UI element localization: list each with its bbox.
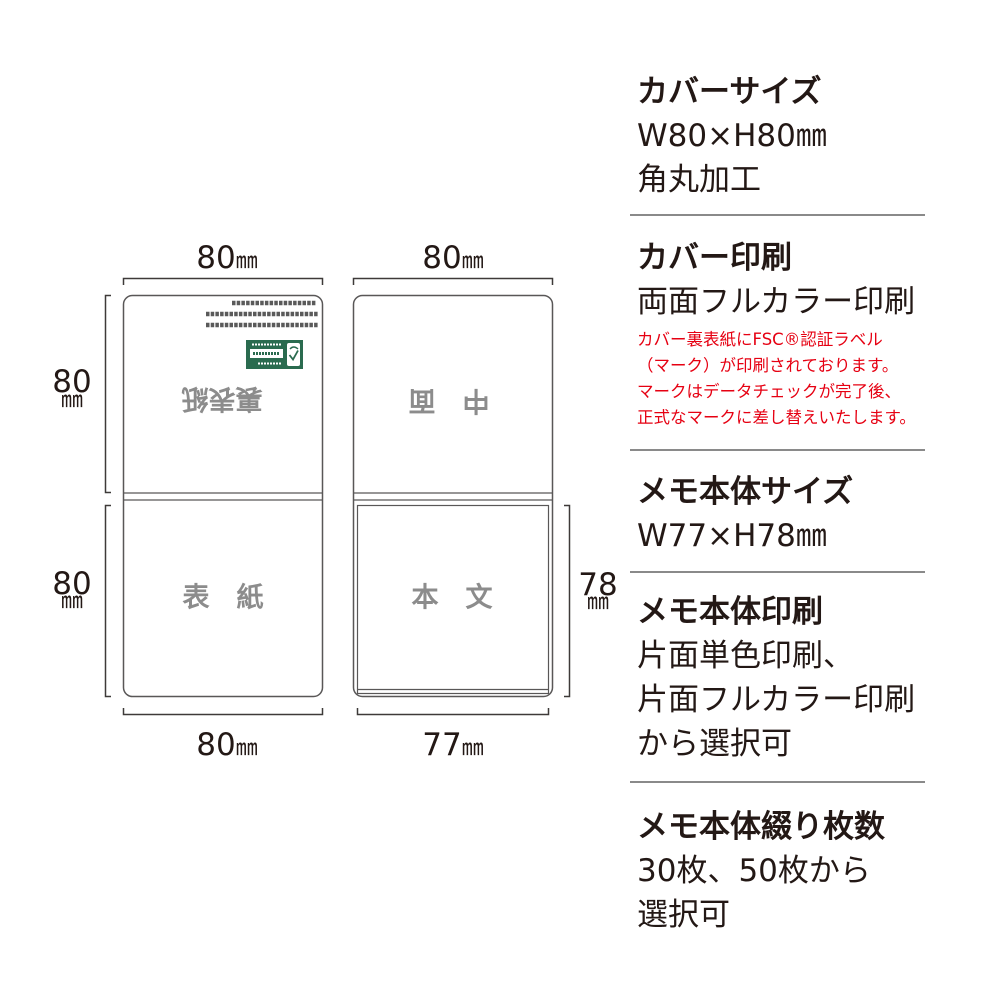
cover-outside-left-lower-dimension-bracket <box>104 504 111 698</box>
spec-line: W77×H78㎜ <box>637 518 827 554</box>
cover-outside-left-upper-dimension-value: 80 <box>52 364 91 400</box>
spec-heading: メモ本体印刷 <box>637 594 823 630</box>
spec-note: カバー裏表紙にFSC®認証ラベル <box>637 330 883 349</box>
fsc-label-notice: カバー裏表紙にFSC®認証ラベル （マーク）が印刷されております。 マークはデー… <box>637 327 977 431</box>
cover-outside-bottom-dimension-label: 80㎜ <box>196 727 257 763</box>
spec-line: から選択可 <box>637 726 792 762</box>
dimension-value: 77 <box>422 727 461 763</box>
cover-outside-left-lower-dimension-unit: ㎜ <box>61 589 83 614</box>
spec-line: 選択可 <box>637 897 730 933</box>
spec-note: （マーク）が印刷されております。 <box>637 356 899 375</box>
spec-memo-body-printing: メモ本体印刷 片面単色印刷、 片面フルカラー印刷 から選択可 <box>637 590 977 766</box>
dimension-value: 80 <box>196 727 235 763</box>
cover-outside-left-upper-dimension-unit: ㎜ <box>61 388 83 413</box>
memo-body-height-dimension-bracket <box>564 504 571 698</box>
cover-inside-panel <box>352 294 554 698</box>
spec-divider <box>630 571 925 573</box>
memo-body-sheet <box>356 504 550 695</box>
spec-line: W80×H80㎜ <box>637 118 827 154</box>
memo-body-width-dimension-label: 77㎜ <box>422 727 483 763</box>
cover-outside-bottom-dimension-bracket <box>122 708 324 716</box>
cover-outside-view: 80㎜ 80 ㎜ 80 ㎜ 80㎜ <box>52 240 324 763</box>
dimension-unit: ㎜ <box>462 249 484 274</box>
fsc-tree-check-icon <box>288 350 299 362</box>
inner-cover-label: 中 面 <box>409 385 490 416</box>
spec-divider <box>630 214 925 216</box>
cover-inside-view: 80㎜ 中 面 本 文 78 ㎜ 77㎜ <box>352 240 618 763</box>
spec-heading: メモ本体綴り枚数 <box>637 809 885 845</box>
memo-body-height-dimension-unit: ㎜ <box>587 590 609 615</box>
cover-outside-left-lower-dimension-value: 80 <box>52 566 91 602</box>
dimension-unit: ㎜ <box>236 249 258 274</box>
spec-note: 正式なマークに差し替えいたします。 <box>637 408 916 427</box>
spec-line: 両面フルカラー印刷 <box>637 284 916 320</box>
spec-heading: カバー印刷 <box>637 240 792 276</box>
dimension-value: 80 <box>196 240 235 276</box>
dimension-unit: ㎜ <box>236 736 258 761</box>
spec-cover-printing: カバー印刷 両面フルカラー印刷 カバー裏表紙にFSC®認証ラベル （マーク）が印… <box>637 236 977 431</box>
spec-note: マークはデータチェックが完了後、 <box>637 382 901 401</box>
spec-divider <box>630 781 925 783</box>
cover-inside-top-dimension-bracket <box>352 277 554 285</box>
spec-heading: カバーサイズ <box>637 74 822 110</box>
cover-outside-top-dimension-bracket <box>122 277 324 285</box>
dimension-value: 80 <box>422 240 461 276</box>
cover-outside-panel <box>122 294 324 698</box>
dimension-unit: ㎜ <box>462 736 484 761</box>
spec-line: 片面フルカラー印刷 <box>637 682 916 718</box>
memo-body-label: 本 文 <box>412 582 494 614</box>
fsc-tree-arc-icon <box>289 346 299 350</box>
spec-line: 30枚、50枚から <box>637 853 871 889</box>
fsc-label-logo <box>246 340 303 369</box>
back-cover-label: 裏表紙 <box>182 383 264 415</box>
memo-body-width-dimension-bracket <box>356 708 550 716</box>
spec-line: 角丸加工 <box>637 162 761 198</box>
spec-memo-sheet-count: メモ本体綴り枚数 30枚、50枚から 選択可 <box>637 805 977 937</box>
front-cover-label: 表 紙 <box>183 582 264 614</box>
memo-body-height-dimension-value: 78 <box>578 567 617 603</box>
spec-memo-body-size: メモ本体サイズ W77×H78㎜ <box>637 470 977 558</box>
spec-divider <box>630 449 925 451</box>
spec-line: 片面単色印刷、 <box>637 638 854 674</box>
cover-inside-top-dimension-label: 80㎜ <box>422 240 483 276</box>
cover-outside-left-upper-dimension-bracket <box>104 294 111 494</box>
spec-cover-size: カバーサイズ W80×H80㎜ 角丸加工 <box>637 70 977 202</box>
cover-outside-top-dimension-label: 80㎜ <box>196 240 257 276</box>
spec-heading: メモ本体サイズ <box>637 474 854 510</box>
